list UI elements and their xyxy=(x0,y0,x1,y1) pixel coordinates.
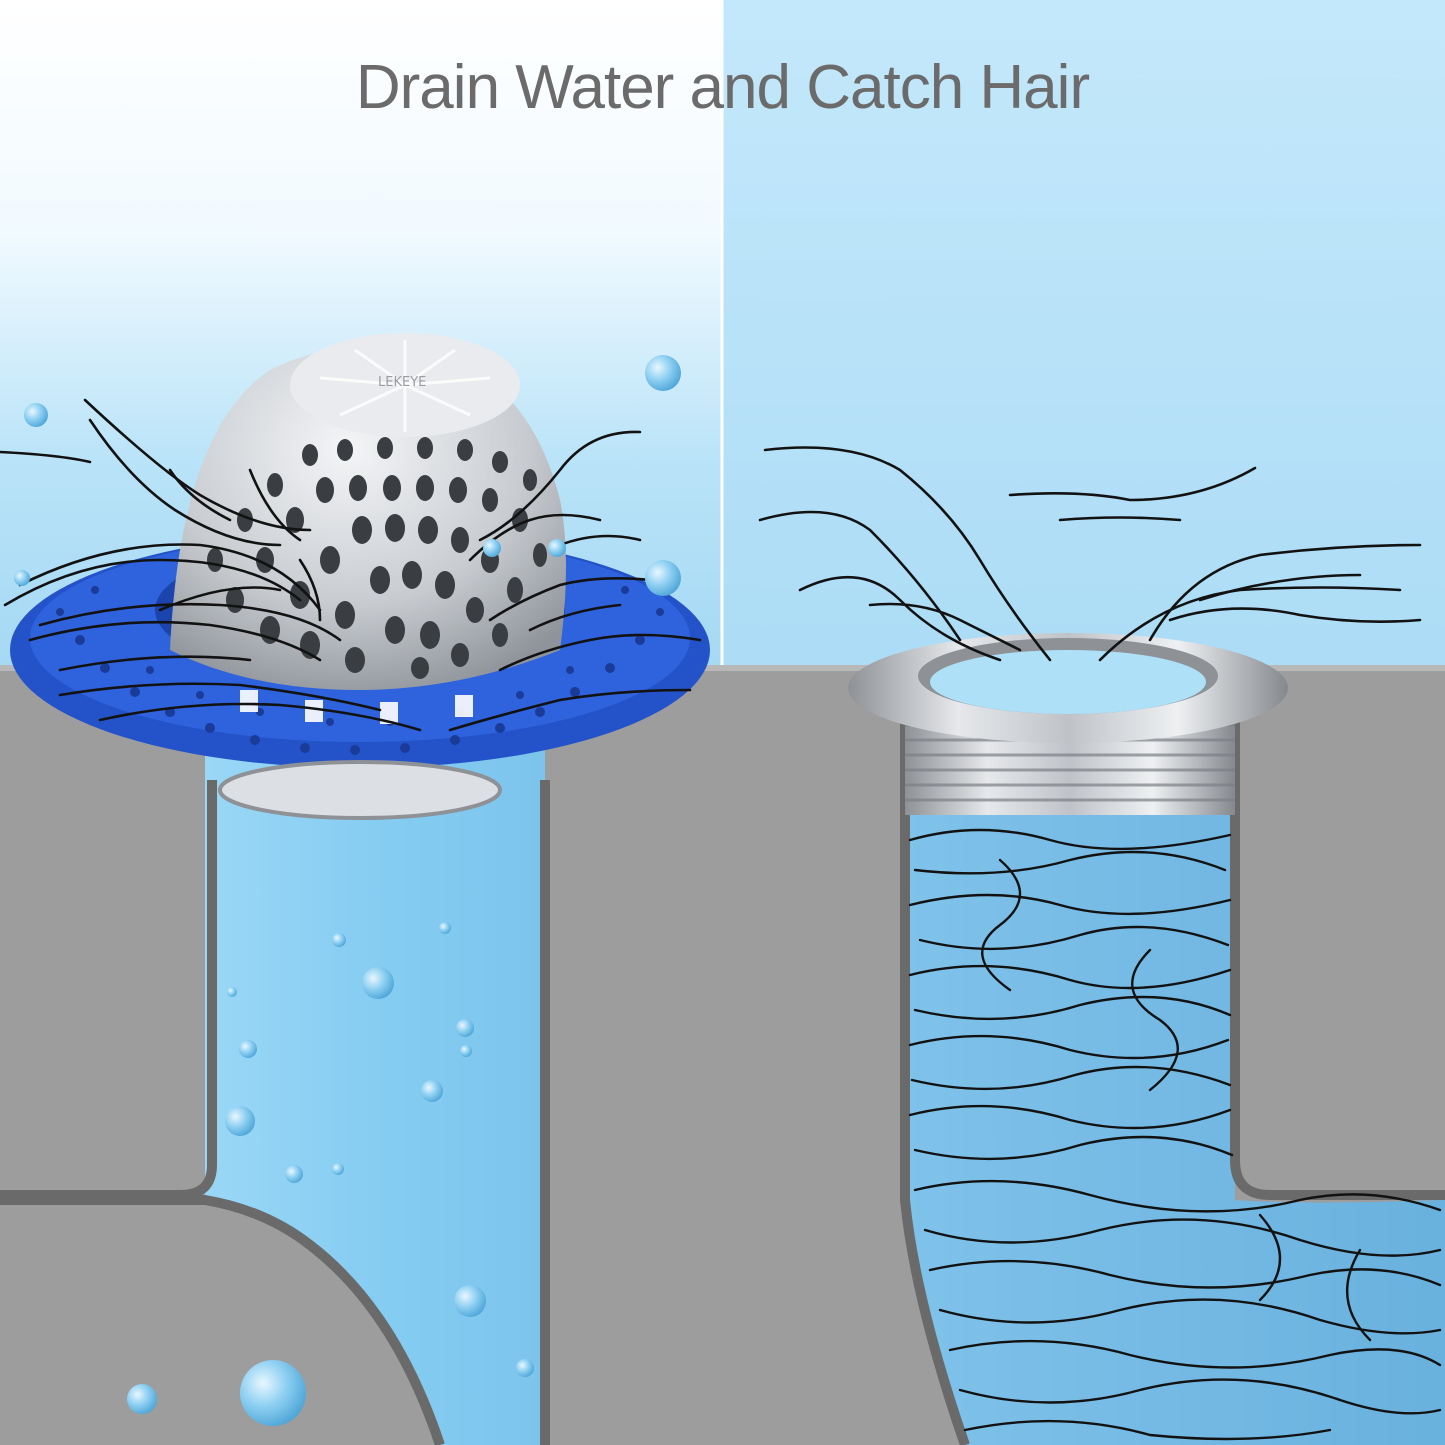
left-hair-strands xyxy=(0,398,702,732)
left-floor-lower xyxy=(0,1200,435,1445)
right-pipe-wall-left xyxy=(900,720,970,1445)
right-hair-above-drain xyxy=(758,446,1422,662)
brand-mark: LEKEYE xyxy=(378,375,426,390)
basket-holes xyxy=(207,437,547,679)
strainer-ring-holes xyxy=(56,586,664,755)
left-drain-scene: LEKEYE xyxy=(0,333,722,1445)
left-water-bubbles xyxy=(14,355,681,1426)
right-hair-clog xyxy=(908,828,1442,1441)
left-pipe-water xyxy=(205,668,545,1445)
steel-basket xyxy=(170,345,566,690)
right-drain-scene xyxy=(722,446,1445,1445)
right-pipe-wall-right xyxy=(1230,720,1445,1200)
headline: Drain Water and Catch Hair xyxy=(355,53,1090,122)
